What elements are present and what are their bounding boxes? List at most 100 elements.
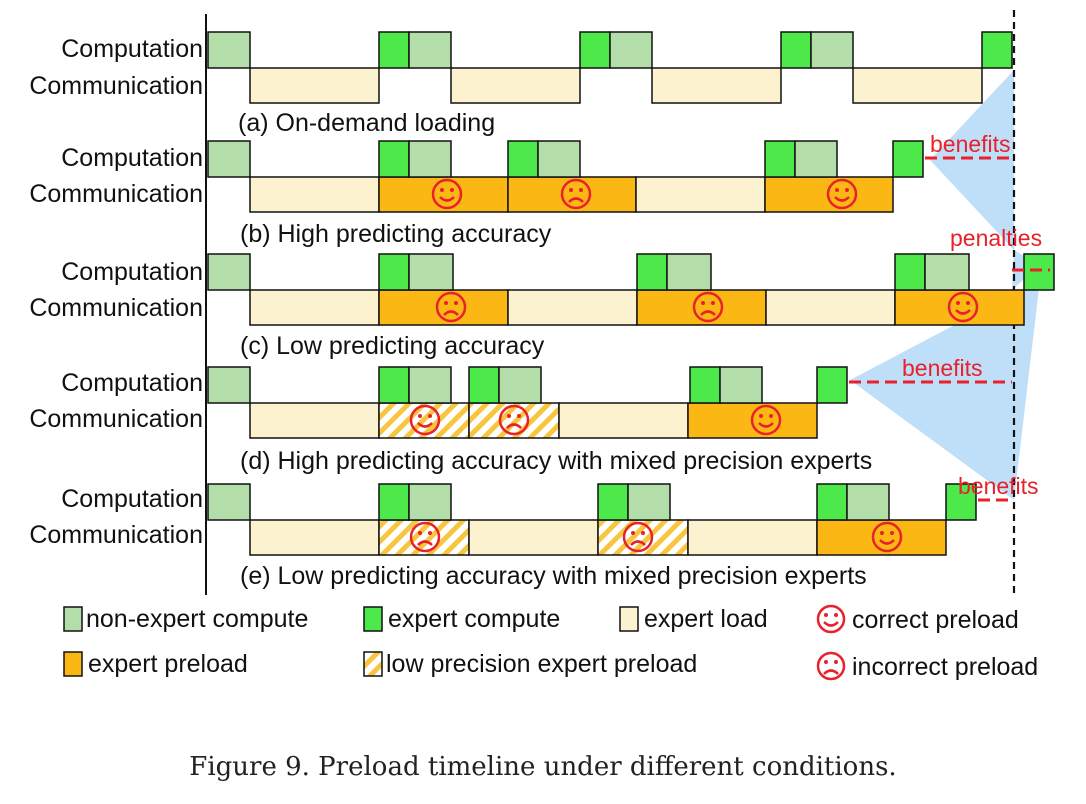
figure-caption: Figure 9. Preload timeline under differe…: [189, 752, 897, 782]
scenario-b-caption: (b) High predicting accuracy: [240, 220, 552, 248]
expert-compute-block: [1023, 253, 1055, 291]
legend-swatch-low-precision: [363, 651, 383, 677]
scenario-d: benefits (d) High predicting accuracy wi…: [207, 355, 1012, 475]
non-expert-compute-block: [627, 483, 671, 521]
benefits-annotation: benefits: [930, 131, 1011, 157]
expert-compute-block: [378, 253, 410, 291]
legend-label: expert compute: [388, 605, 560, 633]
non-expert-compute-block: [666, 253, 712, 291]
scenario-a-caption: (a) On-demand loading: [238, 109, 495, 137]
expert-compute-block: [780, 31, 812, 69]
legend-swatch-expert-preload: [63, 651, 83, 677]
scenario-e-caption: (e) Low predicting accuracy with mixed p…: [240, 562, 867, 590]
non-expert-compute-block: [207, 31, 251, 69]
non-expert-compute-block: [408, 140, 452, 178]
expert-load-block: [249, 402, 380, 439]
expert-load-block: [765, 289, 896, 326]
expert-compute-block: [378, 483, 410, 521]
frown-icon: [560, 178, 592, 210]
expert-compute-block: [507, 140, 539, 178]
legend-label: correct preload: [852, 606, 1019, 634]
scenario-b: benefits (b) High predicting accuracy: [207, 131, 1012, 248]
expert-compute-block: [468, 366, 500, 404]
non-expert-compute-block: [810, 31, 854, 69]
expert-load-block: [468, 519, 599, 556]
scenario-c-caption: (c) Low predicting accuracy: [240, 332, 545, 360]
expert-load-block: [687, 519, 818, 556]
non-expert-compute-block: [207, 483, 251, 521]
expert-load-block: [450, 67, 581, 104]
communication-label: Communication: [29, 405, 203, 433]
non-expert-compute-block: [924, 253, 970, 291]
expert-compute-block: [597, 483, 629, 521]
expert-preload-block: [894, 289, 1025, 326]
expert-load-block: [852, 67, 983, 104]
computation-label: Computation: [61, 258, 203, 286]
communication-label: Communication: [29, 521, 203, 549]
expert-load-block: [249, 289, 380, 326]
non-expert-compute-block: [498, 366, 542, 404]
expert-load-block: [635, 176, 766, 213]
expert-load-block: [558, 402, 689, 439]
scenario-d-caption: (d) High predicting accuracy with mixed …: [240, 447, 872, 475]
non-expert-compute-block: [719, 366, 763, 404]
frown-icon: [816, 651, 846, 681]
legend-swatch-non-expert: [63, 606, 83, 632]
legend-label: non-expert compute: [86, 605, 308, 633]
frown-icon: [622, 521, 654, 553]
legend-swatch-expert-compute: [363, 606, 383, 632]
non-expert-compute-block: [408, 366, 452, 404]
expert-load-block: [249, 67, 380, 104]
expert-compute-block: [764, 140, 796, 178]
expert-compute-block: [981, 31, 1013, 69]
scenario-a: (a) On-demand loading: [207, 31, 1013, 137]
computation-label: Computation: [61, 35, 203, 63]
legend-swatch-expert-load: [619, 606, 639, 632]
expert-compute-block: [378, 31, 410, 69]
low-precision-preload-block: [468, 402, 560, 439]
frown-icon: [409, 521, 441, 553]
computation-label: Computation: [61, 144, 203, 172]
benefits-annotation: benefits: [902, 355, 983, 381]
non-expert-compute-block: [537, 140, 581, 178]
expert-compute-block: [378, 140, 410, 178]
frown-icon: [498, 404, 530, 436]
frown-icon: [692, 291, 724, 323]
legend-label: expert load: [644, 605, 768, 633]
non-expert-compute-block: [207, 366, 251, 404]
expert-compute-block: [378, 366, 410, 404]
non-expert-compute-block: [846, 483, 890, 521]
expert-compute-block: [945, 483, 977, 521]
penalties-annotation: penalties: [950, 225, 1042, 251]
expert-compute-block: [892, 140, 924, 178]
expert-load-block: [249, 519, 380, 556]
communication-label: Communication: [29, 72, 203, 100]
expert-compute-block: [636, 253, 668, 291]
non-expert-compute-block: [408, 253, 454, 291]
communication-label: Communication: [29, 294, 203, 322]
non-expert-compute-block: [207, 140, 251, 178]
non-expert-compute-block: [794, 140, 838, 178]
expert-compute-block: [894, 253, 926, 291]
frown-icon: [435, 291, 467, 323]
expert-compute-block: [579, 31, 611, 69]
non-expert-compute-block: [408, 483, 452, 521]
non-expert-compute-block: [408, 31, 452, 69]
non-expert-compute-block: [609, 31, 653, 69]
row-labels: Computation Communication Computation Co…: [29, 35, 203, 549]
computation-label: Computation: [61, 369, 203, 397]
computation-label: Computation: [61, 485, 203, 513]
benefits-annotation: benefits: [958, 473, 1039, 499]
smiley-icon: [947, 291, 979, 323]
legend-label: expert preload: [88, 650, 248, 678]
expert-compute-block: [816, 366, 848, 404]
expert-load-block: [249, 176, 380, 213]
scenario-c: penalties (c) Low predicting accuracy: [207, 225, 1055, 360]
smiley-icon: [816, 604, 846, 634]
smiley-icon: [826, 178, 858, 210]
expert-load-block: [651, 67, 782, 104]
legend-label: incorrect preload: [852, 653, 1038, 681]
scenario-e: benefits (e) Low predicting accuracy wit…: [207, 473, 1039, 590]
expert-preload-block: [378, 176, 509, 213]
